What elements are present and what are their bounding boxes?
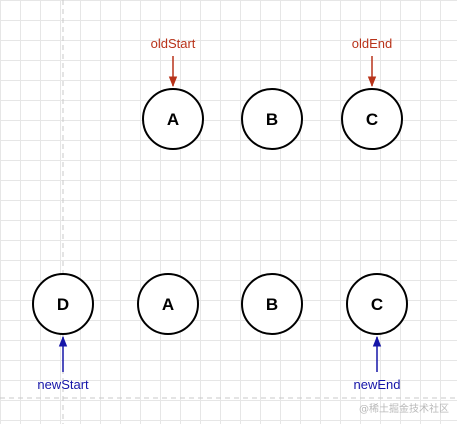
old-node-a: A — [142, 88, 204, 150]
new-node-c: C — [346, 273, 408, 335]
old-node-b-label: B — [266, 110, 278, 129]
new-node-c-label: C — [371, 295, 383, 314]
watermark: @稀土掘金技术社区 — [359, 404, 449, 415]
old-node-c-label: C — [366, 110, 378, 129]
new-start-label: newStart — [37, 377, 89, 392]
old-node-a-label: A — [167, 110, 179, 129]
new-end-label: newEnd — [354, 377, 401, 392]
new-node-a-label: A — [162, 295, 174, 314]
old-end-label: oldEnd — [352, 36, 392, 51]
new-node-a: A — [137, 273, 199, 335]
old-start-label: oldStart — [151, 36, 196, 51]
new-node-d: D — [32, 273, 94, 335]
old-node-c: C — [341, 88, 403, 150]
new-node-d-label: D — [57, 295, 69, 314]
old-node-b: B — [241, 88, 303, 150]
new-node-b-label: B — [266, 295, 278, 314]
new-node-b: B — [241, 273, 303, 335]
